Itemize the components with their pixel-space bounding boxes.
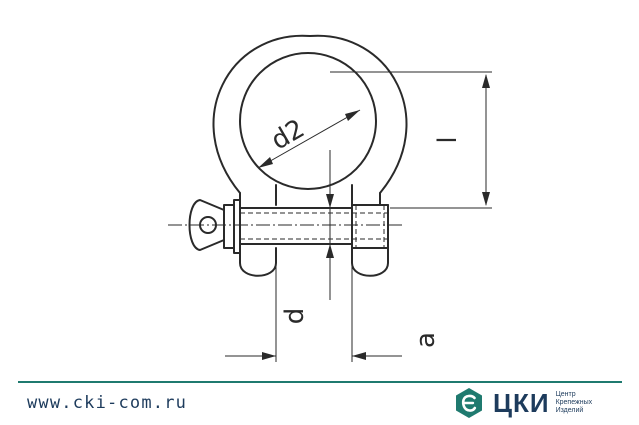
logo-tagline-line: Центр bbox=[555, 391, 576, 398]
cki-logo-icon bbox=[456, 388, 482, 418]
shackle-drawing: d2 l d a bbox=[168, 34, 492, 362]
label-d: d bbox=[280, 308, 310, 325]
website-link[interactable]: www.cki-com.ru bbox=[27, 393, 188, 413]
shackle-pin bbox=[188, 199, 390, 254]
dimension-d2: d2 bbox=[257, 109, 361, 169]
dimension-l: l bbox=[330, 71, 492, 209]
label-l: l bbox=[433, 136, 463, 143]
logo-name: ЦКИ bbox=[493, 387, 550, 418]
logo-tagline: Центр Крепежных Изделий bbox=[556, 391, 593, 415]
label-a: a bbox=[411, 332, 441, 348]
company-logo: ЦКИ Центр Крепежных Изделий bbox=[453, 387, 592, 419]
footer-divider bbox=[18, 381, 622, 383]
label-d2: d2 bbox=[266, 114, 310, 157]
logo-tagline-line: Крепежных bbox=[555, 399, 593, 406]
logo-tagline-line: Изделий bbox=[555, 407, 584, 414]
dimension-a: a bbox=[225, 265, 441, 362]
dimension-d: d bbox=[280, 150, 334, 324]
shackle-bow bbox=[212, 34, 408, 277]
